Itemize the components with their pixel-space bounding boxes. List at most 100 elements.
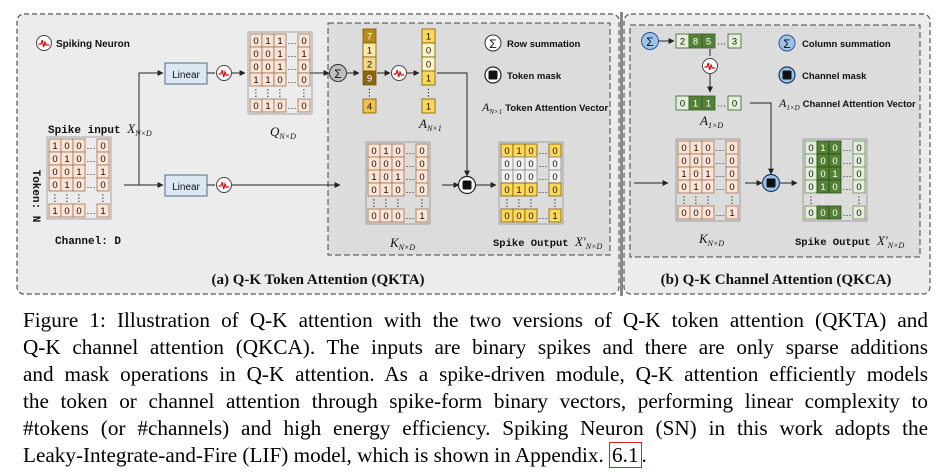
column-sum-value: 3 (732, 37, 737, 48)
panel-b-connectors (634, 38, 798, 186)
output-channel-value: 0 (832, 208, 837, 219)
output-value: 1 (516, 146, 521, 157)
input-value: ⋮ (98, 193, 108, 204)
k-channel-value: 1 (681, 169, 686, 180)
output-channel-value: 1 (820, 143, 825, 154)
q-value: 1 (253, 75, 258, 86)
output-value: 0 (528, 185, 533, 196)
q-value: 0 (265, 62, 270, 73)
q-value: 0 (265, 49, 270, 60)
q-value: 1 (265, 36, 270, 47)
row-sum-value: ⋮ (365, 88, 375, 99)
channel-attention-value: … (717, 99, 727, 110)
spike-output-label: Spike Output X′N×D (493, 234, 602, 251)
input-value: 1 (100, 167, 105, 178)
k-value: 1 (419, 211, 424, 222)
input-value: ⋮ (74, 193, 84, 204)
output-channel-value: 0 (832, 182, 837, 193)
k-channel-value: ⋮ (703, 195, 713, 206)
output-channel-value: 0 (856, 182, 861, 193)
k-value: 0 (419, 172, 424, 183)
k-channel-value: … (715, 182, 725, 193)
k-channel-value: 0 (705, 182, 710, 193)
k-channel-value: ⋮ (679, 195, 689, 206)
token-attention-cell (421, 70, 436, 86)
k-channel-value: 0 (693, 208, 698, 219)
k-channel-value: 0 (681, 143, 686, 154)
output-channel-value: 0 (856, 208, 861, 219)
spiking-neuron-legend: Spiking Neuron (36, 35, 130, 51)
output-value: 0 (504, 211, 509, 222)
q-value: 0 (253, 62, 258, 73)
output-channel-value: 1 (832, 169, 837, 180)
input-value: ⋮ (50, 193, 60, 204)
k-value: … (405, 211, 415, 222)
output-value: 0 (504, 185, 509, 196)
spike-input-label: Spike input XN×D (48, 121, 152, 138)
q-value: 1 (277, 49, 282, 60)
output-channel-value: … (842, 208, 852, 219)
input-value: 1 (100, 206, 105, 217)
q-value: 1 (277, 36, 282, 47)
output-channel-value: 0 (820, 156, 825, 167)
token-attention-value: 0 (426, 60, 431, 71)
channel-axis-label: Channel: D (55, 236, 121, 248)
output-value: 0 (516, 159, 521, 170)
column-sum-value: 8 (693, 37, 698, 48)
legend-column-summation: Column summation (802, 39, 891, 50)
token-attention-value: 1 (426, 74, 431, 85)
k-channel-value: 0 (729, 169, 734, 180)
k-value: ⋮ (417, 198, 427, 209)
q-value: … (287, 75, 297, 86)
q-frame (247, 31, 313, 115)
output-value: 0 (528, 211, 533, 222)
caption-line: Q-K channel attention (QKCA). The inputs… (23, 335, 928, 360)
k-cell (391, 182, 405, 197)
k-value: 0 (395, 159, 400, 170)
output-channel-value: ⋮ (830, 195, 840, 206)
output-channel-value: … (842, 156, 852, 167)
q-matrix-label: QN×D (270, 124, 296, 141)
a-vector-label: AN×1 (418, 116, 442, 133)
k-channel-value: 0 (681, 182, 686, 193)
row-sum-value: 7 (367, 32, 372, 43)
output-channel-value: 0 (856, 143, 861, 154)
k-channel-value: 0 (729, 182, 734, 193)
column-sum-cell (727, 33, 742, 49)
input-value: … (86, 167, 96, 178)
token-mask-icon (457, 175, 477, 195)
input-value: 0 (100, 141, 105, 152)
input-value: 0 (64, 141, 69, 152)
row-sum-value: 2 (367, 60, 372, 71)
k-channel-cell (701, 179, 715, 194)
output-channel-value: ⋮ (854, 195, 864, 206)
row-summation-icon: Σ (329, 64, 347, 82)
k-channel-value: … (715, 169, 725, 180)
k-value: 0 (371, 185, 376, 196)
k-value: … (405, 146, 415, 157)
output-channel-value: ⋮ (806, 195, 816, 206)
token-attention-value: 0 (426, 46, 431, 57)
channel-mask-icon (761, 173, 781, 193)
k-value: 0 (395, 146, 400, 157)
column-summation-icon: Σ (641, 32, 659, 50)
output-channel-value: 0 (808, 182, 813, 193)
k-value: 1 (395, 172, 400, 183)
column-sum-value: 2 (680, 37, 685, 48)
k-channel-cell (725, 179, 739, 194)
input-value: 0 (76, 154, 81, 165)
input-value: 0 (100, 154, 105, 165)
legend-token-mask: Token mask (507, 71, 562, 82)
appendix-link[interactable]: 6.1 (609, 442, 642, 469)
channel-attention-cell (701, 95, 716, 111)
k-channel-value: 0 (705, 143, 710, 154)
input-cell (96, 177, 110, 192)
k-channel-value: 1 (693, 143, 698, 154)
output-cell (548, 208, 562, 223)
input-value: 0 (100, 180, 105, 191)
channel-attention-value: 0 (680, 99, 685, 110)
k-channel-value: … (715, 208, 725, 219)
